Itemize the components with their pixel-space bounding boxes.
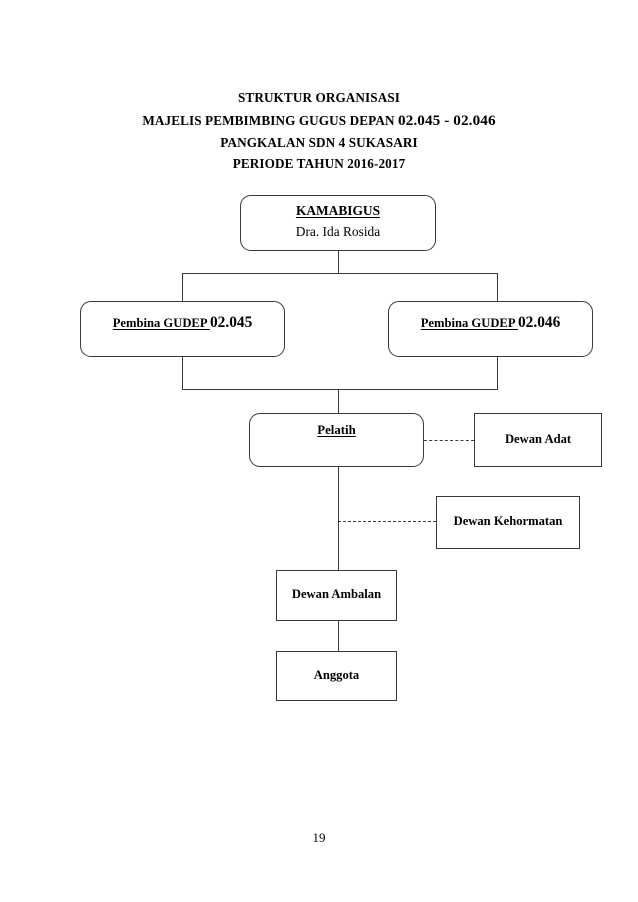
node-dewan-kehormatan[interactable]: Dewan Kehormatan: [436, 496, 580, 549]
node-pembina-gudep-02045[interactable]: Pembina GUDEP 02.045: [80, 301, 285, 357]
node-pelatih[interactable]: Pelatih: [249, 413, 424, 467]
connector-pelatih-dewan-adat-dashed: [424, 440, 474, 441]
node-pembina-gudep-02045-label: Pembina GUDEP: [112, 316, 210, 330]
node-anggota[interactable]: Anggota: [276, 651, 397, 701]
node-pembina-gudep-02045-title: Pembina GUDEP 02.045: [81, 314, 284, 332]
connector-gudep-046-down: [497, 356, 499, 390]
node-kamabigus-subtitle: Dra. Ida Rosida: [295, 224, 381, 239]
connector-gudep-045-down: [182, 356, 184, 390]
node-dewan-kehormatan-title: Dewan Kehormatan: [453, 514, 563, 528]
connector-to-gudep-046: [497, 273, 499, 302]
node-pembina-gudep-02045-code: 02.045: [209, 314, 253, 331]
page-number: 19: [312, 830, 326, 845]
connector-pelatih-trunk: [338, 466, 340, 571]
heading-line-1: STRUKTUR ORGANISASI: [237, 90, 401, 105]
heading-line-4: PERIODE TAHUN 2016-2017: [232, 155, 406, 171]
connector-trunk-dewan-kehormatan-dashed: [338, 521, 436, 522]
connector-to-gudep-045: [182, 273, 184, 302]
connector-merge-to-pelatih: [338, 389, 340, 414]
node-kamabigus-title: KAMABIGUS: [295, 203, 381, 218]
node-pembina-gudep-02046-code: 02.046: [517, 314, 561, 331]
node-pembina-gudep-02046-label: Pembina GUDEP: [420, 316, 518, 330]
heading-line-2-codes: 02.045 - 02.046: [397, 111, 496, 129]
node-pembina-gudep-02046-title: Pembina GUDEP 02.046: [389, 314, 592, 332]
connector-ambalan-to-anggota: [338, 620, 340, 652]
connector-kamabigus-bar: [182, 273, 498, 275]
heading-line-2-text: MAJELIS PEMBIMBING GUGUS DEPAN: [142, 112, 398, 128]
heading-line-2: MAJELIS PEMBIMBING GUGUS DEPAN 02.045 - …: [0, 109, 638, 133]
connector-kamabigus-stem: [338, 250, 340, 274]
node-dewan-adat-title: Dewan Adat: [504, 432, 572, 446]
node-dewan-adat[interactable]: Dewan Adat: [474, 413, 602, 467]
heading-line-3: PANGKALAN SDN 4 SUKASARI: [220, 134, 418, 150]
node-pembina-gudep-02046[interactable]: Pembina GUDEP 02.046: [388, 301, 593, 357]
node-anggota-title: Anggota: [313, 668, 360, 682]
connector-merge-bar: [182, 389, 498, 391]
node-dewan-ambalan-title: Dewan Ambalan: [291, 587, 382, 601]
node-dewan-ambalan[interactable]: Dewan Ambalan: [276, 570, 397, 621]
document-heading: STRUKTUR ORGANISASI MAJELIS PEMBIMBING G…: [0, 88, 638, 175]
node-kamabigus[interactable]: KAMABIGUS Dra. Ida Rosida: [240, 195, 436, 251]
node-pelatih-title: Pelatih: [317, 423, 356, 437]
